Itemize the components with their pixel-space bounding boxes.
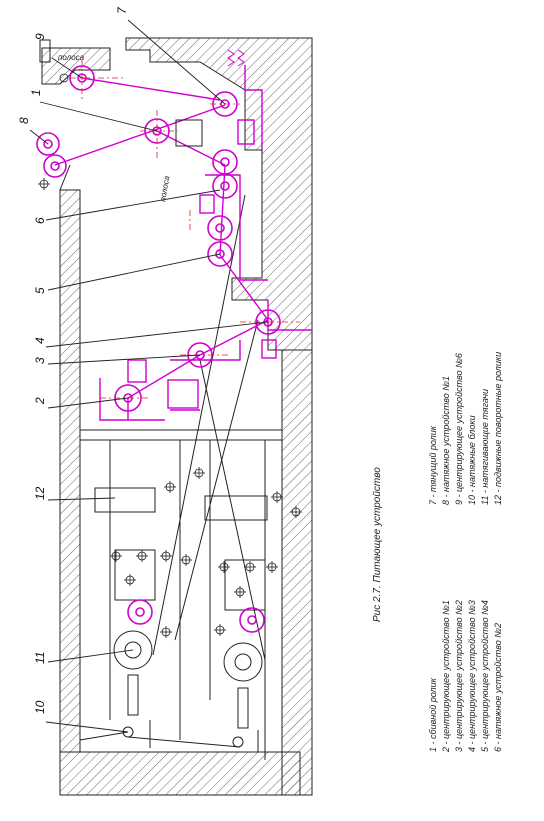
pivot-marks (38, 73, 302, 638)
legend-item-11: 11 - натягивающие тягачи (480, 389, 490, 505)
machine-frame (41, 37, 313, 796)
roller-circles (36, 65, 281, 633)
lower-mechanism (80, 429, 282, 760)
label-7: 7 (115, 6, 129, 14)
strip-label-mid: полоса (158, 175, 171, 203)
strip-label-top: полоса (58, 53, 85, 62)
legend-item-6: 6 - натяжное устройство №2 (493, 623, 503, 752)
legend-item-7: 7 - тянущий ролик (428, 426, 438, 505)
label-3: 3 (33, 357, 47, 364)
label-6: 6 (33, 217, 47, 224)
figure-caption: Рис 2.7. Питающее устройство (372, 467, 383, 622)
legend-item-1: 1 - сбивной ролик (428, 678, 438, 752)
label-11: 11 (33, 652, 47, 664)
label-9: 9 (33, 33, 47, 40)
label-5: 5 (33, 287, 47, 294)
label-4: 4 (33, 337, 47, 344)
label-1: 1 (29, 89, 43, 96)
leader-lines (29, 19, 269, 733)
label-8: 8 (17, 117, 31, 124)
strip-path (59, 164, 266, 748)
legend-item-4: 4 - центрирующее устройство №3 (467, 600, 477, 752)
label-2: 2 (33, 397, 47, 405)
legend-item-3: 3 - центрирующее устройство №2 (454, 600, 464, 752)
legend-item-10: 10 - натяжные блоки (467, 415, 477, 505)
legend-item-5: 5 - центрирующее устройство №4 (480, 600, 490, 752)
label-12: 12 (33, 486, 47, 500)
legend-item-9: 9 - центрирующее устройство №6 (454, 353, 464, 505)
label-10: 10 (33, 700, 47, 714)
legend-item-8: 8 - натяжное устройство №1 (441, 376, 451, 505)
legend-item-2: 2 - центрирующее устройство №1 (441, 600, 451, 752)
legend-item-12: 12 - подвижные поворотные ролики (493, 351, 503, 505)
